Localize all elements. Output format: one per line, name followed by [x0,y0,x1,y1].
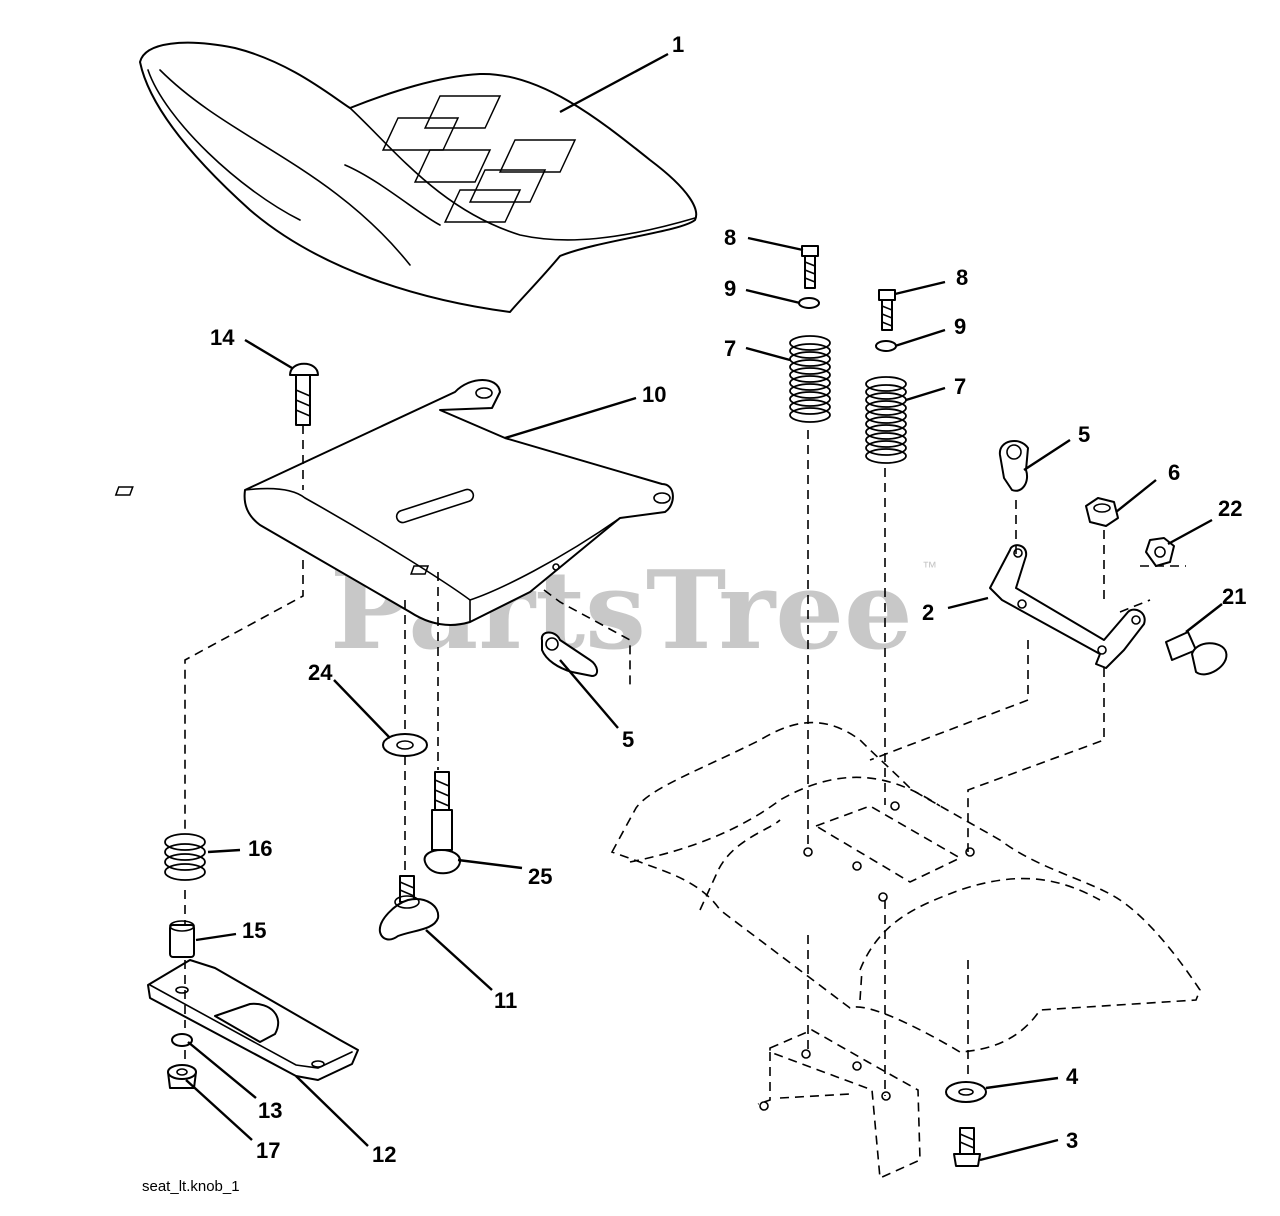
callout-17[interactable]: 17 [256,1138,280,1163]
frame-bracket-outline [757,1029,921,1180]
bracket-plate-part[interactable] [147,959,359,1081]
alignment-lines [184,425,1186,1096]
watermark-trademark: ™ [922,559,937,576]
washer-9-left-part[interactable] [798,297,820,309]
seat-part[interactable] [139,41,698,313]
callout-numbers: 1 14 10 8 9 7 8 9 7 5 6 22 2 21 5 24 25 … [210,32,1246,1167]
callout-3[interactable]: 3 [1066,1128,1078,1153]
spring-7-left-part[interactable] [789,335,831,423]
washer-9-right-part[interactable] [875,340,897,352]
switch-clip-right-part[interactable] [998,439,1029,492]
callout-1[interactable]: 1 [672,32,684,57]
hex-nut-part[interactable] [1085,497,1119,527]
callout-13[interactable]: 13 [258,1098,282,1123]
seat-pan-part[interactable] [114,379,674,626]
bolt-8-left-part[interactable] [801,245,819,289]
callout-11[interactable]: 11 [494,988,517,1013]
bolt-3-part[interactable] [953,1127,981,1167]
callout-9-left[interactable]: 9 [724,276,736,301]
callout-5-right[interactable]: 5 [1078,422,1090,447]
bolt-21-part[interactable] [1165,631,1228,676]
leader-lines [185,52,1223,1162]
diagram-caption: seat_lt.knob_1 [142,1178,240,1195]
callout-5-left[interactable]: 5 [622,727,634,752]
callout-25[interactable]: 25 [528,864,552,889]
callout-14[interactable]: 14 [210,325,235,350]
knob-part[interactable] [378,875,440,941]
spring-16-part[interactable] [164,833,206,881]
callout-24[interactable]: 24 [308,660,333,685]
nut-17-part[interactable] [167,1064,197,1089]
callout-6[interactable]: 6 [1168,460,1180,485]
spring-7-right-part[interactable] [865,376,907,464]
washer-24-part[interactable] [382,733,428,757]
callout-4[interactable]: 4 [1066,1064,1079,1089]
callout-8-right[interactable]: 8 [956,265,968,290]
callout-7-right[interactable]: 7 [954,374,966,399]
callout-7-left[interactable]: 7 [724,336,736,361]
callout-22[interactable]: 22 [1218,496,1242,521]
shoulder-bolt-part[interactable] [423,771,461,875]
bolt-8-right-part[interactable] [878,289,896,331]
callout-16[interactable]: 16 [248,836,272,861]
callout-8-left[interactable]: 8 [724,225,736,250]
nut-13-part[interactable] [171,1033,193,1047]
callout-12[interactable]: 12 [372,1142,396,1167]
callout-2[interactable]: 2 [922,600,934,625]
callout-21[interactable]: 21 [1222,584,1246,609]
switch-clip-left-part[interactable] [540,631,598,677]
washer-4-part[interactable] [945,1081,987,1103]
carriage-bolt-part[interactable] [289,362,319,426]
tractor-fender-outline [610,721,1201,1053]
callout-9-right[interactable]: 9 [954,314,966,339]
spacer-part[interactable] [169,920,195,958]
callout-15[interactable]: 15 [242,918,266,943]
callout-10[interactable]: 10 [642,382,666,407]
switch-bracket-part[interactable] [989,544,1146,669]
